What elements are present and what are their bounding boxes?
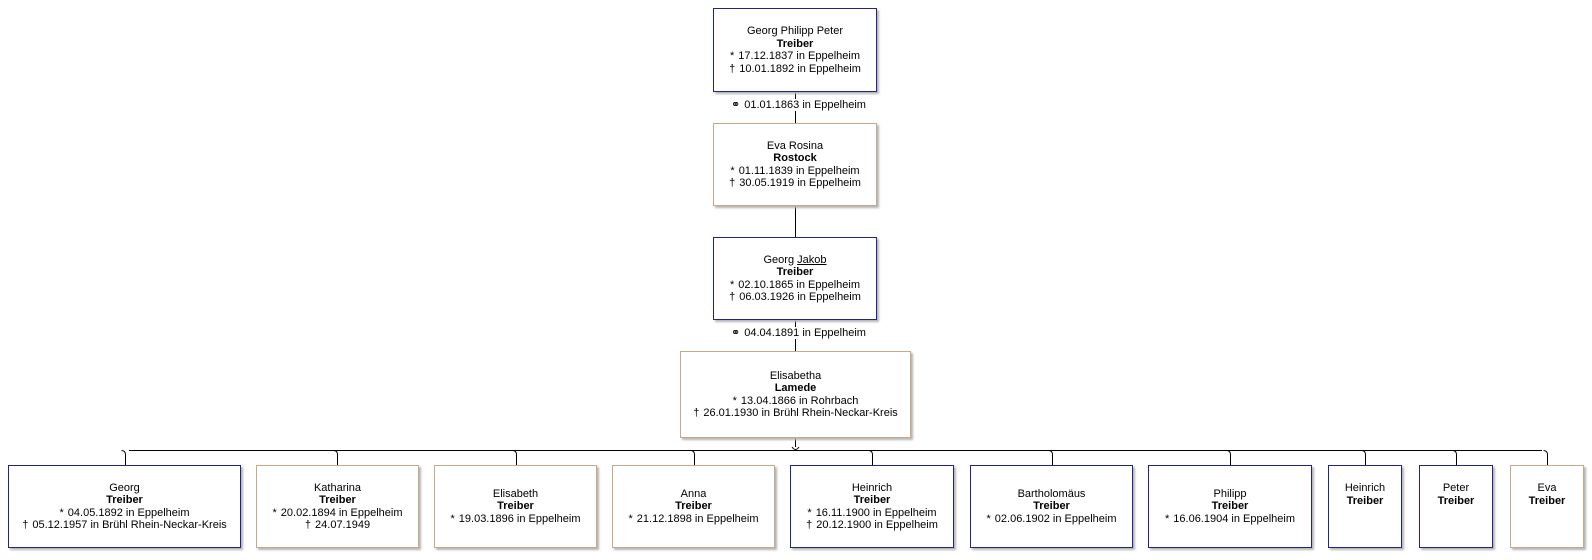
child-drop-lines [121, 450, 1548, 465]
person-box-anna[interactable]: Anna Treiber *21.12.1898 in Eppelheim [612, 465, 775, 548]
person-box-philipp[interactable]: Philipp Treiber *16.06.1904 in Eppelheim [1148, 465, 1312, 548]
birth-symbol: * [730, 50, 735, 62]
person-box-eva-rosina[interactable]: Eva Rosina Rostock *01.11.1839 in Eppelh… [713, 123, 877, 206]
child-drop-line [1048, 450, 1053, 465]
surname: Treiber [1211, 500, 1249, 513]
marriage-symbol: ⚭ [731, 327, 741, 339]
child-drop-line [1361, 450, 1366, 465]
person-box-peter[interactable]: Peter Treiber [1419, 465, 1493, 548]
death-symbol: † [22, 519, 29, 531]
birth-line: *02.06.1902 in Eppelheim [986, 512, 1117, 525]
death-line: †30.05.1919 in Eppelheim [729, 177, 861, 189]
death-symbol: † [729, 291, 736, 303]
given-name: Georg [109, 481, 140, 494]
child-drop-line [690, 450, 695, 465]
given-name: Georg Philipp Peter [747, 25, 843, 37]
given-name: Elisabetha [769, 369, 822, 382]
surname: Treiber [1033, 500, 1070, 513]
child-drop-line [121, 450, 126, 465]
person-box-georg-jakob[interactable]: Georg Jakob Treiber *02.10.1865 in Eppel… [713, 237, 877, 320]
birth-symbol: * [450, 512, 455, 525]
death-symbol: † [729, 62, 736, 75]
marriage-symbol: ⚭ [731, 99, 741, 111]
person-box-eva[interactable]: Eva Treiber [1510, 465, 1584, 548]
child-drop-line [868, 450, 873, 465]
death-line: †24.07.1949 [304, 519, 371, 531]
child-drop-line [1226, 450, 1231, 465]
bus-junction [791, 446, 800, 450]
person-box-georg[interactable]: Georg Treiber *04.05.1892 in Eppelheim †… [8, 465, 241, 548]
child-drop-line [1543, 450, 1548, 465]
person-box-heinrich-1900[interactable]: Heinrich Treiber *16.11.1900 in Eppelhei… [790, 465, 954, 548]
marriage-label-2: ⚭04.04.1891 in Eppelheim [729, 327, 868, 339]
birth-symbol: * [59, 506, 64, 519]
given-name: Eva [1537, 482, 1557, 494]
person-box-elisabeth[interactable]: Elisabeth Treiber *19.03.1896 in Eppelhe… [434, 465, 597, 548]
given-name: Georg Jakob [763, 253, 827, 266]
birth-symbol: * [1165, 512, 1170, 525]
death-symbol: † [693, 407, 700, 419]
death-symbol: † [806, 519, 813, 531]
birth-line: *20.02.1894 in Eppelheim [272, 506, 403, 519]
person-box-heinrich[interactable]: Heinrich Treiber [1328, 465, 1402, 548]
birth-line: *17.12.1837 in Eppelheim [730, 50, 860, 62]
death-line: †06.03.1926 in Eppelheim [729, 291, 861, 303]
birth-line: *01.11.1839 in Eppelheim [730, 164, 860, 177]
birth-symbol: * [628, 512, 633, 525]
person-box-katharina[interactable]: Katharina Treiber *20.02.1894 in Eppelhe… [256, 465, 419, 548]
birth-symbol: * [807, 506, 812, 519]
surname: Treiber [675, 500, 712, 513]
given-name: Philipp [1213, 487, 1247, 500]
death-line: †20.12.1900 in Eppelheim [806, 519, 938, 531]
birth-symbol: * [732, 394, 737, 407]
birth-line: *02.10.1865 in Eppelheim [730, 278, 860, 291]
surname: Treiber [106, 494, 143, 506]
birth-line: *21.12.1898 in Eppelheim [628, 512, 759, 525]
birth-line: *16.11.1900 in Eppelheim [807, 506, 937, 519]
birth-line: *16.06.1904 in Eppelheim [1165, 512, 1295, 525]
birth-line: *13.04.1866 in Rohrbach [732, 394, 859, 407]
given-name: Katharina [313, 481, 362, 494]
child-drop-line [333, 450, 338, 465]
birth-symbol: * [730, 164, 735, 177]
birth-symbol: * [986, 512, 991, 525]
death-line: †26.01.1930 in Brühl Rhein-Neckar-Kreis [693, 407, 898, 419]
marriage-label-1: ⚭01.01.1863 in Eppelheim [729, 99, 868, 111]
surname: Lamede [774, 382, 817, 394]
death-symbol: † [729, 177, 736, 189]
death-line: †10.01.1892 in Eppelheim [729, 62, 861, 75]
surname: Treiber [853, 494, 891, 506]
birth-symbol: * [730, 278, 735, 291]
surname: Treiber [1528, 494, 1566, 507]
call-name: Jakob [797, 253, 827, 266]
birth-symbol: * [272, 506, 277, 519]
given-name: Eva Rosina [766, 139, 824, 152]
surname: Rostock [773, 152, 817, 164]
child-drop-line [512, 450, 517, 465]
person-box-bartholomaeus[interactable]: Bartholomäus Treiber *02.06.1902 in Eppe… [970, 465, 1133, 548]
given-name: Heinrich [851, 481, 893, 494]
given-name: Bartholomäus [1017, 487, 1086, 500]
birth-line: *19.03.1896 in Eppelheim [450, 512, 581, 525]
death-symbol: † [304, 519, 312, 531]
person-box-georg-philipp-peter[interactable]: Georg Philipp Peter Treiber *17.12.1837 … [713, 8, 877, 92]
surname: Treiber [319, 494, 356, 506]
surname: Treiber [776, 266, 814, 278]
surname: Treiber [1437, 494, 1475, 507]
surname: Treiber [497, 500, 534, 513]
child-drop-line [1452, 450, 1457, 465]
birth-line: *04.05.1892 in Eppelheim [59, 506, 190, 519]
death-line: †05.12.1957 in Brühl Rhein-Neckar-Kreis [22, 519, 227, 531]
surname: Treiber [1346, 494, 1384, 507]
given-name: Anna [680, 487, 707, 500]
surname: Treiber [776, 37, 814, 50]
given-name: Elisabeth [492, 487, 539, 500]
person-box-elisabetha[interactable]: Elisabetha Lamede *13.04.1866 in Rohrbac… [680, 351, 911, 438]
given-name: Peter [1442, 482, 1470, 494]
given-name: Heinrich [1344, 482, 1386, 494]
